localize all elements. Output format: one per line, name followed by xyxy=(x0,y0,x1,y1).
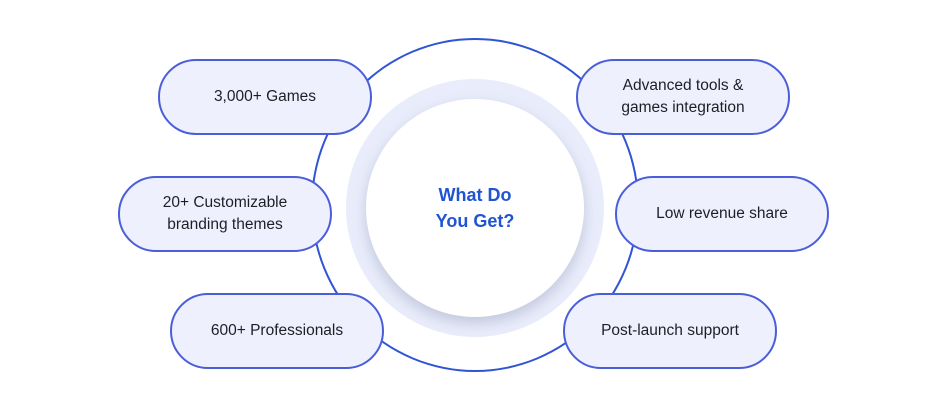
feature-label-line2: games integration xyxy=(621,99,745,116)
feature-pill-post-launch-support: Post-launch support xyxy=(563,293,777,369)
feature-label: 600+ Professionals xyxy=(210,322,344,339)
feature-pill-professionals: 600+ Professionals xyxy=(170,293,384,369)
feature-pill-revenue-share: Low revenue share xyxy=(615,176,829,252)
feature-pill-branding-themes: 20+ Customizable branding themes xyxy=(118,176,332,252)
feature-label: 3,000+ Games xyxy=(213,88,317,105)
feature-label-line2: branding themes xyxy=(167,216,283,233)
center-title: What Do You Get? xyxy=(420,182,530,234)
feature-label-line1: Advanced tools & xyxy=(622,77,744,94)
center-title-line2: You Get? xyxy=(435,211,515,231)
feature-pill-games: 3,000+ Games xyxy=(158,59,372,135)
center-title-line1: What Do xyxy=(438,185,512,205)
center-circle: What Do You Get? xyxy=(366,99,584,317)
feature-label: Low revenue share xyxy=(656,205,788,222)
feature-label-line1: 20+ Customizable xyxy=(162,194,288,211)
feature-label: Post-launch support xyxy=(601,322,739,339)
feature-pill-tools-integration: Advanced tools & games integration xyxy=(576,59,790,135)
